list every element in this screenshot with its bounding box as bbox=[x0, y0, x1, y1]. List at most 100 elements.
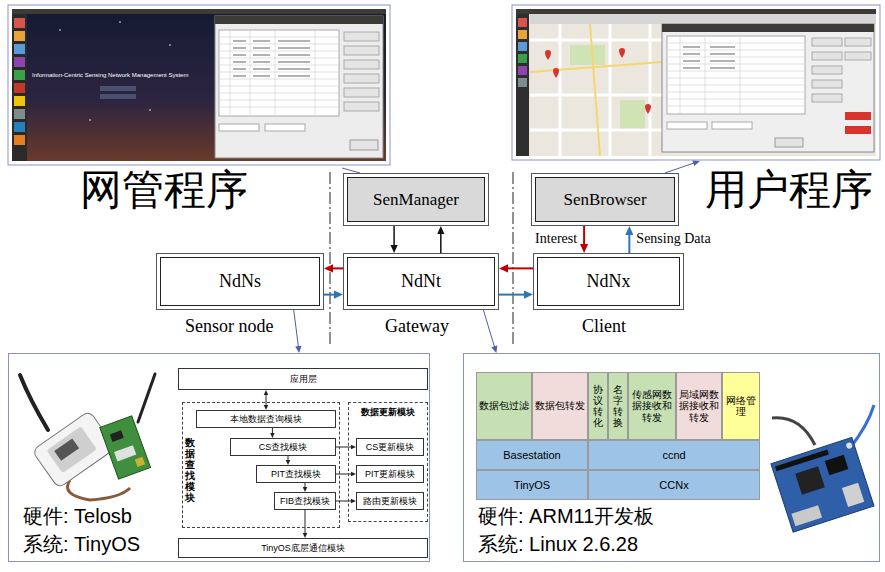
manager-screenshot-part bbox=[233, 41, 310, 76]
browser-screenshot-part bbox=[518, 66, 527, 75]
manager-screenshot-part bbox=[344, 60, 379, 69]
node-text: 应用层 bbox=[290, 374, 317, 384]
arm11-board-photo-part-part bbox=[775, 450, 829, 472]
stack-cell: 数据包过滤 bbox=[476, 372, 532, 440]
leader-line-part bbox=[342, 168, 360, 173]
column-label: Sensor node bbox=[185, 316, 274, 337]
module-box: FIB查找模块 bbox=[274, 492, 336, 510]
browser-screenshot-part bbox=[518, 18, 527, 27]
telosb-photo-part-part bbox=[135, 457, 145, 467]
leader-line-part bbox=[692, 160, 700, 166]
node-box: NdNx bbox=[537, 257, 680, 306]
manager-screenshot-part bbox=[100, 86, 136, 91]
browser-screenshot-part bbox=[667, 122, 707, 129]
node-text: TinyOS bbox=[514, 479, 550, 492]
node-text: CS查找模块 bbox=[259, 442, 308, 452]
browser-screenshot-part bbox=[512, 5, 880, 160]
manager-screenshot-part bbox=[219, 30, 339, 116]
connector-line bbox=[294, 310, 299, 347]
telosb-photo-part bbox=[68, 480, 131, 500]
node-text: 数据查找模块 bbox=[185, 437, 195, 503]
arrow-connector bbox=[264, 390, 269, 410]
arrow-connector bbox=[336, 499, 356, 504]
node-text: FIB查找模块 bbox=[280, 496, 330, 506]
arrow-head bbox=[324, 264, 333, 272]
browser-screenshot-part bbox=[545, 48, 651, 114]
browser-screenshot-part bbox=[620, 100, 645, 130]
manager-screenshot-part bbox=[14, 31, 25, 41]
node-text: 系统: TinyOS bbox=[23, 532, 140, 556]
module-box: PIT查找模块 bbox=[256, 465, 336, 483]
column-label: Gateway bbox=[385, 316, 449, 337]
manager-screenshot-part bbox=[8, 5, 390, 165]
manager-screenshot-part bbox=[14, 70, 25, 80]
manager-screenshot-part bbox=[14, 18, 25, 28]
manager-screenshot-part bbox=[14, 44, 25, 54]
browser-screenshot-part bbox=[812, 38, 842, 46]
node-text: 协议转化 bbox=[593, 384, 603, 428]
arrow-head bbox=[437, 226, 444, 234]
node-text: NdNx bbox=[587, 271, 631, 292]
manager-screenshot-part bbox=[12, 9, 386, 161]
browser-screenshot-part bbox=[812, 80, 842, 88]
arrow-head bbox=[264, 390, 269, 395]
connector-line bbox=[506, 267, 533, 269]
browser-screenshot-part bbox=[518, 78, 527, 87]
manager-screenshot-part bbox=[12, 9, 386, 14]
manager-screenshot-part bbox=[344, 74, 379, 83]
manager-screenshot-part bbox=[100, 94, 136, 99]
manager-screenshot-part bbox=[344, 32, 379, 41]
browser-screenshot-part bbox=[667, 36, 805, 114]
arrow-head bbox=[334, 291, 343, 299]
arrow-connector bbox=[483, 310, 497, 353]
arrow-connector bbox=[580, 226, 588, 253]
connector-line bbox=[393, 226, 395, 247]
connector-line bbox=[336, 474, 352, 475]
manager-screenshot-part bbox=[215, 16, 383, 158]
stack-layer: CCNx bbox=[588, 470, 760, 500]
arrow-connector bbox=[324, 264, 343, 272]
node-text: 硬件: Telosb bbox=[23, 504, 132, 528]
telosb-photo-part-part bbox=[32, 411, 116, 489]
module-box: TinyOS底层通信模块 bbox=[178, 538, 428, 558]
browser-screenshot-part bbox=[518, 30, 527, 39]
module-box: 本地数据查询模块 bbox=[196, 410, 336, 428]
column-label: Client bbox=[582, 316, 626, 337]
node-text: NdNt bbox=[401, 271, 441, 292]
telosb-photo-part-part bbox=[54, 438, 79, 460]
manager-screenshot bbox=[8, 5, 390, 165]
browser-screenshot-part bbox=[516, 9, 876, 156]
telosb-photo-part-part bbox=[114, 445, 136, 461]
browser-screenshot-part bbox=[530, 24, 662, 156]
edge-label: Sensing Data bbox=[636, 231, 710, 247]
arm11-board-photo-part-part bbox=[825, 455, 849, 475]
node-text: NdNs bbox=[219, 271, 261, 292]
module-group: 数据查找模块本地数据查询模块 CS查找模块 PIT查找模块 FIB查找模块 bbox=[182, 402, 340, 528]
telosb-photo-part bbox=[20, 375, 48, 430]
manager-screenshot-part bbox=[169, 44, 171, 46]
stack-cell: 传感网数据接收和转发 bbox=[628, 372, 676, 440]
browser-screenshot-part bbox=[516, 9, 876, 14]
arrow-connector bbox=[336, 472, 356, 477]
manager-screenshot-part bbox=[14, 135, 25, 145]
arrow-connector bbox=[286, 456, 291, 465]
column-separator-part bbox=[330, 172, 513, 345]
arrow-connector bbox=[303, 483, 308, 492]
module-box: 路由更新模块 bbox=[356, 492, 424, 510]
node-text: 数据包转发 bbox=[535, 400, 585, 412]
manager-screenshot-part bbox=[14, 109, 25, 119]
screen-title: Information-Centric Sensing Network Mana… bbox=[32, 72, 188, 79]
node-text: SenBrowser bbox=[563, 190, 646, 210]
manager-screenshot-part bbox=[215, 16, 383, 24]
leader-line bbox=[336, 160, 700, 173]
browser-screenshot-part bbox=[845, 112, 871, 120]
leader-line-part bbox=[336, 165, 344, 171]
manager-screenshot-part bbox=[265, 124, 305, 131]
node-text: PIT查找模块 bbox=[271, 469, 321, 479]
telosb-photo-part bbox=[138, 374, 155, 422]
node-text: 系统: Linux 2.6.28 bbox=[478, 532, 638, 556]
node-box: NdNt bbox=[347, 257, 495, 306]
browser-screenshot-part bbox=[662, 24, 874, 152]
column-separator bbox=[330, 172, 513, 345]
manager-screenshot-part bbox=[119, 21, 121, 23]
